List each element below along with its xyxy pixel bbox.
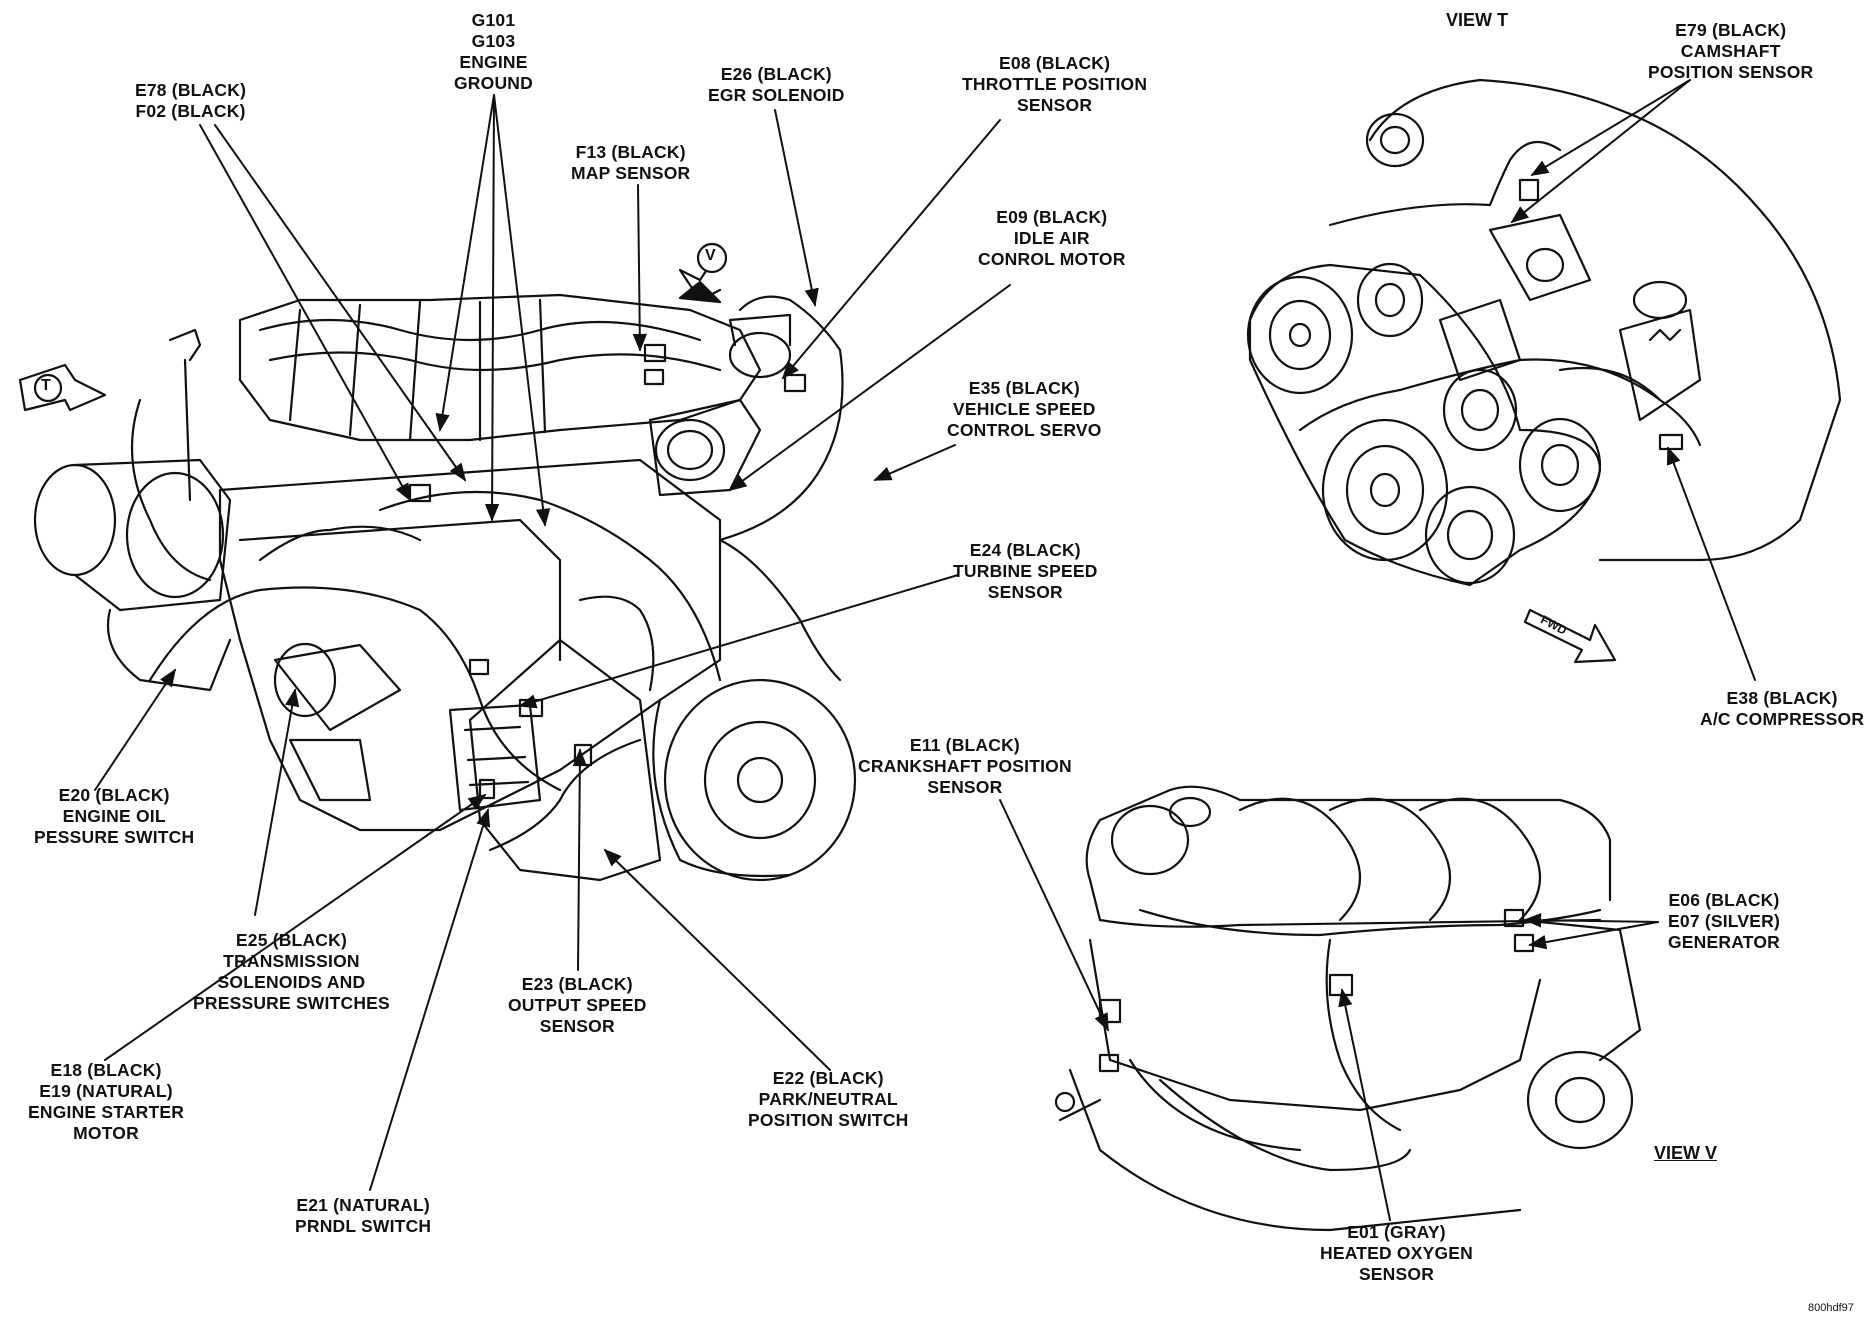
callout-line: CONTROL SERVO — [947, 420, 1102, 440]
callout-line: E35 (BLACK) — [968, 378, 1080, 398]
callout-line: THROTTLE POSITION — [962, 74, 1148, 94]
view-v-indicator-letter: V — [705, 247, 716, 264]
callout-line: SENSOR — [1358, 1264, 1435, 1284]
view-v-drawing — [1054, 785, 1642, 1232]
callout-e35-vehicle-speed-control-servo: E35 (BLACK) VEHICLE SPEED CONTROL SERVO — [947, 378, 1102, 441]
callout-e18-e19-engine-starter-motor: E18 (BLACK) E19 (NATURAL) ENGINE STARTER… — [28, 1060, 184, 1144]
callout-line: E18 (BLACK) — [50, 1060, 162, 1080]
callout-line: OUTPUT SPEED — [508, 995, 647, 1015]
callout-line: G101 — [471, 10, 516, 30]
callout-line: GROUND — [454, 73, 533, 93]
callout-line: PESSURE SWITCH — [34, 827, 195, 847]
callout-e78-f02: E78 (BLACK) F02 (BLACK) — [135, 80, 246, 122]
callout-line: ENGINE STARTER — [28, 1102, 185, 1122]
callout-line: POSITION SWITCH — [748, 1110, 909, 1130]
callout-line: E19 (NATURAL) — [39, 1081, 173, 1101]
callout-line: E07 (SILVER) — [1668, 911, 1780, 931]
callout-e23-output-speed-sensor: E23 (BLACK) OUTPUT SPEED SENSOR — [508, 974, 647, 1037]
callout-line: E79 (BLACK) — [1675, 20, 1787, 40]
callout-line: EGR SOLENOID — [708, 85, 845, 105]
callout-line: MOTOR — [73, 1123, 139, 1143]
callout-e24-turbine-speed-sensor: E24 (BLACK) TURBINE SPEED SENSOR — [953, 540, 1098, 603]
callout-line: A/C COMPRESSOR — [1700, 709, 1865, 729]
view-v-title: VIEW V — [1654, 1143, 1718, 1163]
callout-e06-e07-generator: E06 (BLACK) E07 (SILVER) GENERATOR — [1668, 890, 1780, 953]
callout-line: F02 (BLACK) — [135, 101, 246, 121]
view-t-drawing — [1246, 78, 1842, 587]
view-t-title: VIEW T — [1446, 10, 1508, 30]
callout-e20-engine-oil-pressure-switch: E20 (BLACK) ENGINE OIL PESSURE SWITCH — [34, 785, 194, 848]
callout-line: TURBINE SPEED — [953, 561, 1098, 581]
callout-line: E06 (BLACK) — [1668, 890, 1780, 910]
callout-e22-park-neutral-position-switch: E22 (BLACK) PARK/NEUTRAL POSITION SWITCH — [748, 1068, 909, 1131]
callout-line: E78 (BLACK) — [135, 80, 247, 100]
callout-line: E20 (BLACK) — [58, 785, 170, 805]
callout-line: PRESSURE SWITCHES — [193, 993, 390, 1013]
callout-line: CONROL MOTOR — [978, 249, 1126, 269]
callout-line: E08 (BLACK) — [999, 53, 1111, 73]
callout-line: GENERATOR — [1668, 932, 1780, 952]
callout-e09-idle-air-control-motor: E09 (BLACK) IDLE AIR CONROL MOTOR — [978, 207, 1126, 270]
callout-line: E21 (NATURAL) — [296, 1195, 430, 1215]
view-t-indicator-letter: T — [41, 377, 51, 394]
callout-e25-transmission-solenoids: E25 (BLACK) TRANSMISSION SOLENOIDS AND P… — [193, 930, 390, 1014]
figure-code: 800hdf97 — [1808, 1302, 1854, 1314]
view-indicator-arrows — [18, 242, 728, 412]
callout-line: ENGINE OIL — [62, 806, 166, 826]
callout-line: CAMSHAFT — [1680, 41, 1781, 61]
callout-e01-heated-oxygen-sensor: E01 (GRAY) HEATED OXYGEN SENSOR — [1320, 1222, 1473, 1285]
callout-line: HEATED OXYGEN — [1320, 1243, 1473, 1263]
callout-line: POSITION SENSOR — [1648, 62, 1814, 82]
callout-line: PRNDL SWITCH — [295, 1216, 432, 1236]
callout-line: G103 — [471, 31, 516, 51]
callout-e11-crankshaft-position-sensor: E11 (BLACK) CRANKSHAFT POSITION SENSOR — [858, 735, 1072, 798]
callout-line: E26 (BLACK) — [720, 64, 832, 84]
callout-line: MAP SENSOR — [571, 163, 691, 183]
callout-line: F13 (BLACK) — [575, 142, 686, 162]
callout-line: E22 (BLACK) — [772, 1068, 884, 1088]
fwd-arrow — [1523, 608, 1617, 664]
callout-line: SOLENOIDS AND — [217, 972, 366, 992]
callout-e08-throttle-position-sensor: E08 (BLACK) THROTTLE POSITION SENSOR — [962, 53, 1147, 116]
callout-line: CRANKSHAFT POSITION — [858, 756, 1072, 776]
callout-line: E38 (BLACK) — [1726, 688, 1838, 708]
callout-line: TRANSMISSION — [223, 951, 360, 971]
callout-line: E24 (BLACK) — [969, 540, 1081, 560]
callout-e38-ac-compressor: E38 (BLACK) A/C COMPRESSOR — [1700, 688, 1864, 730]
callout-line: SENSOR — [927, 777, 1003, 797]
callout-e26-egr-solenoid: E26 (BLACK) EGR SOLENOID — [708, 64, 845, 106]
callout-line: PARK/NEUTRAL — [758, 1089, 898, 1109]
callout-e79-camshaft-position-sensor: E79 (BLACK) CAMSHAFT POSITION SENSOR — [1648, 20, 1813, 83]
callout-line: E25 (BLACK) — [235, 930, 347, 950]
callout-line: E09 (BLACK) — [996, 207, 1108, 227]
callout-g101-engine-ground: G101 G103 ENGINE GROUND — [454, 10, 533, 94]
callout-line: SENSOR — [539, 1016, 615, 1036]
leader-lines — [94, 79, 1756, 1221]
callout-line: E11 (BLACK) — [909, 735, 1020, 755]
callout-e21-prndl-switch: E21 (NATURAL) PRNDL SWITCH — [295, 1195, 431, 1237]
callout-line: E23 (BLACK) — [521, 974, 633, 994]
main-engine-drawing — [33, 293, 857, 882]
callout-line: ENGINE — [459, 52, 528, 72]
callout-line: IDLE AIR — [1013, 228, 1090, 248]
callout-f13-map-sensor: F13 (BLACK) MAP SENSOR — [571, 142, 690, 184]
callout-line: SENSOR — [1017, 95, 1093, 115]
callout-line: E01 (GRAY) — [1347, 1222, 1446, 1242]
callout-line: VEHICLE SPEED — [952, 399, 1096, 419]
callout-line: SENSOR — [987, 582, 1063, 602]
